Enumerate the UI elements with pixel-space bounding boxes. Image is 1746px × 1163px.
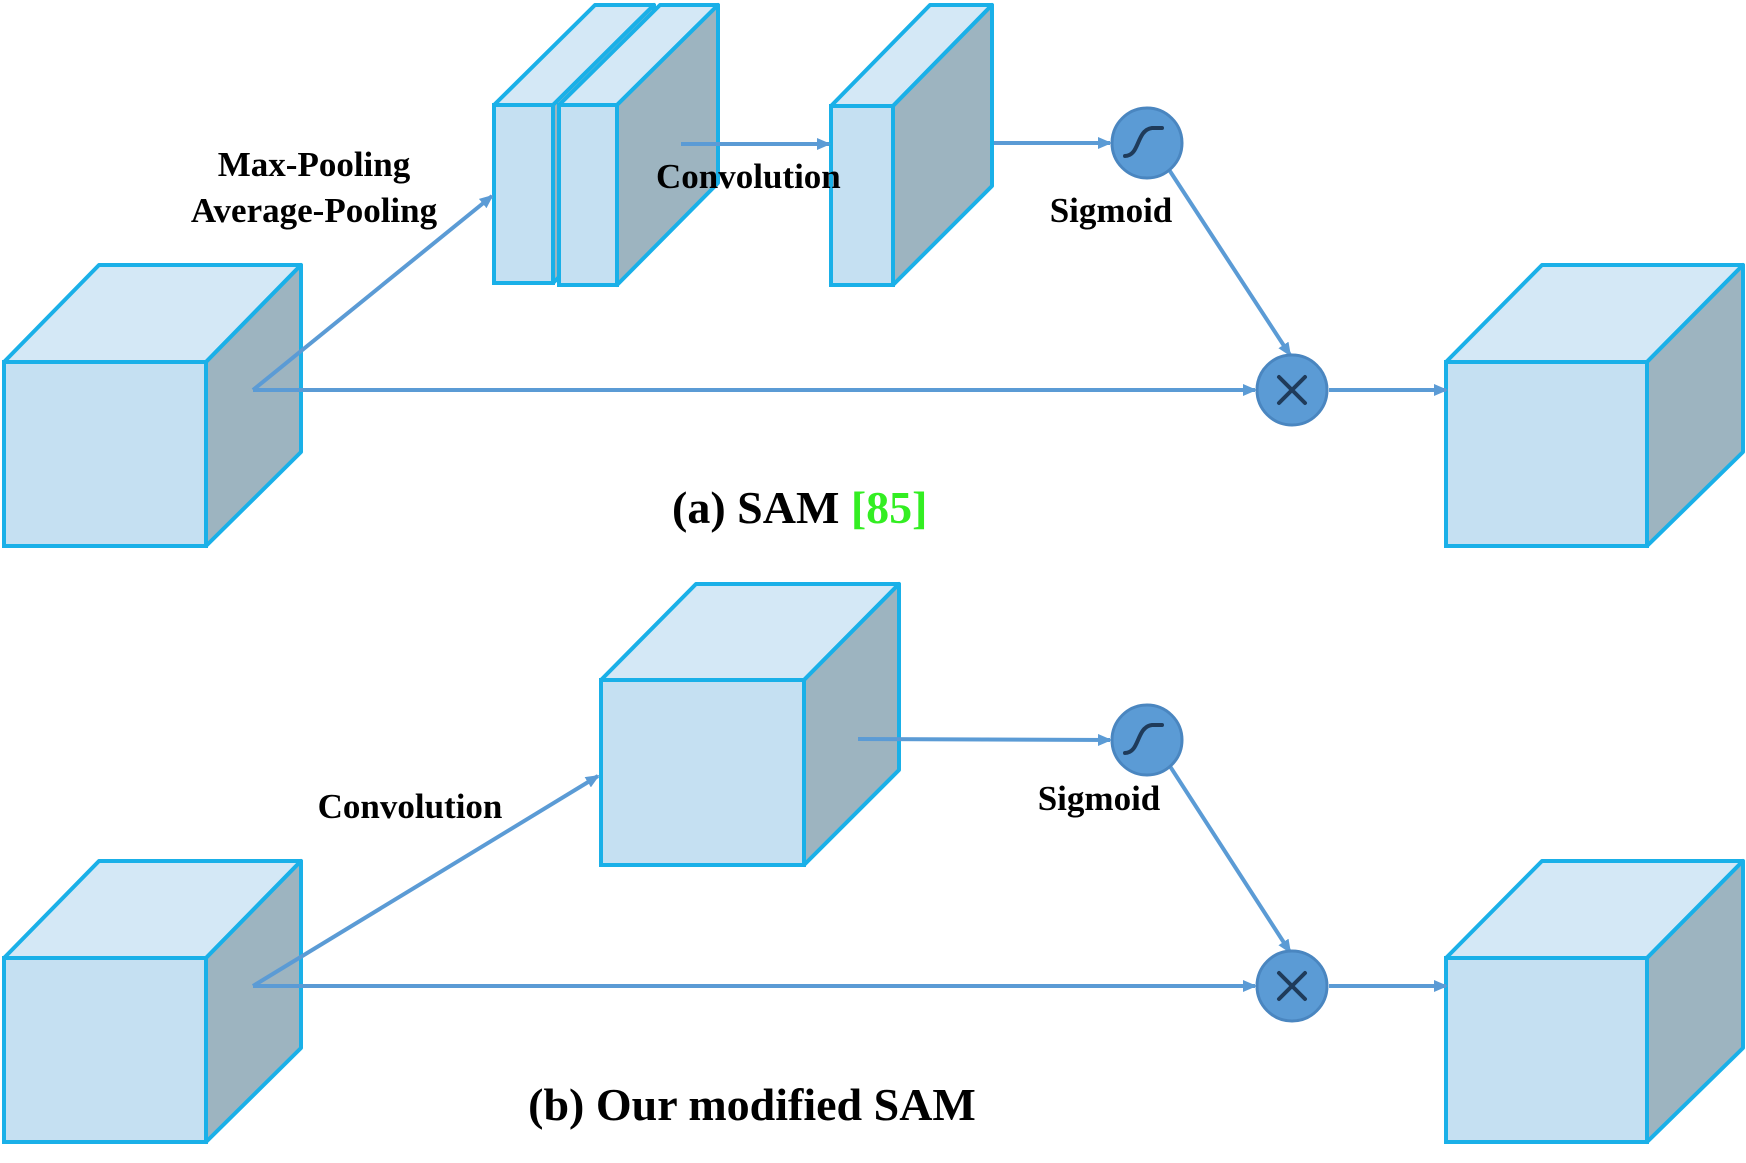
- conv-label-b: Convolution: [318, 787, 503, 826]
- panel-a: Max-Pooling Average-Pooling Convolution …: [2, 3, 1745, 548]
- pooling-label-max: Max-Pooling: [218, 145, 411, 184]
- sigmoid-label-a: Sigmoid: [1050, 191, 1173, 230]
- conv-feature-cube-b: [599, 582, 901, 867]
- sigmoid-icon: [1110, 703, 1184, 777]
- caption-b: (b) Our modified SAM: [528, 1079, 976, 1130]
- caption-a-citation: [85]: [851, 482, 928, 533]
- output-feature-cube-a: [1444, 263, 1745, 548]
- pooling-label-average: Average-Pooling: [191, 191, 438, 230]
- conv-feature-map-a: [829, 3, 994, 287]
- arrow-sigmoid-to-multiply-b: [1162, 755, 1292, 954]
- arrow-input-to-conv-b: [251, 774, 600, 988]
- input-feature-cube-a: [2, 263, 303, 548]
- output-feature-cube-b: [1444, 859, 1745, 1144]
- arrow-conv-to-sigmoid-b: [857, 733, 1112, 746]
- arrow-input-to-pooling: [251, 194, 494, 392]
- multiply-icon: [1255, 353, 1329, 427]
- multiply-icon: [1255, 949, 1329, 1023]
- caption-a-text: (a) SAM: [672, 482, 851, 533]
- conv-label-a: Convolution: [656, 157, 841, 196]
- caption-a: (a) SAM [85]: [672, 482, 928, 533]
- sigmoid-label-b: Sigmoid: [1038, 779, 1161, 818]
- panel-b: Convolution Sigmoid (b) Our modified SAM: [2, 582, 1745, 1144]
- arrow-sigmoid-to-multiply: [1162, 160, 1292, 357]
- pooled-feature-map-2: [557, 3, 720, 287]
- sigmoid-icon: [1110, 106, 1184, 180]
- input-feature-cube-b: [2, 859, 303, 1144]
